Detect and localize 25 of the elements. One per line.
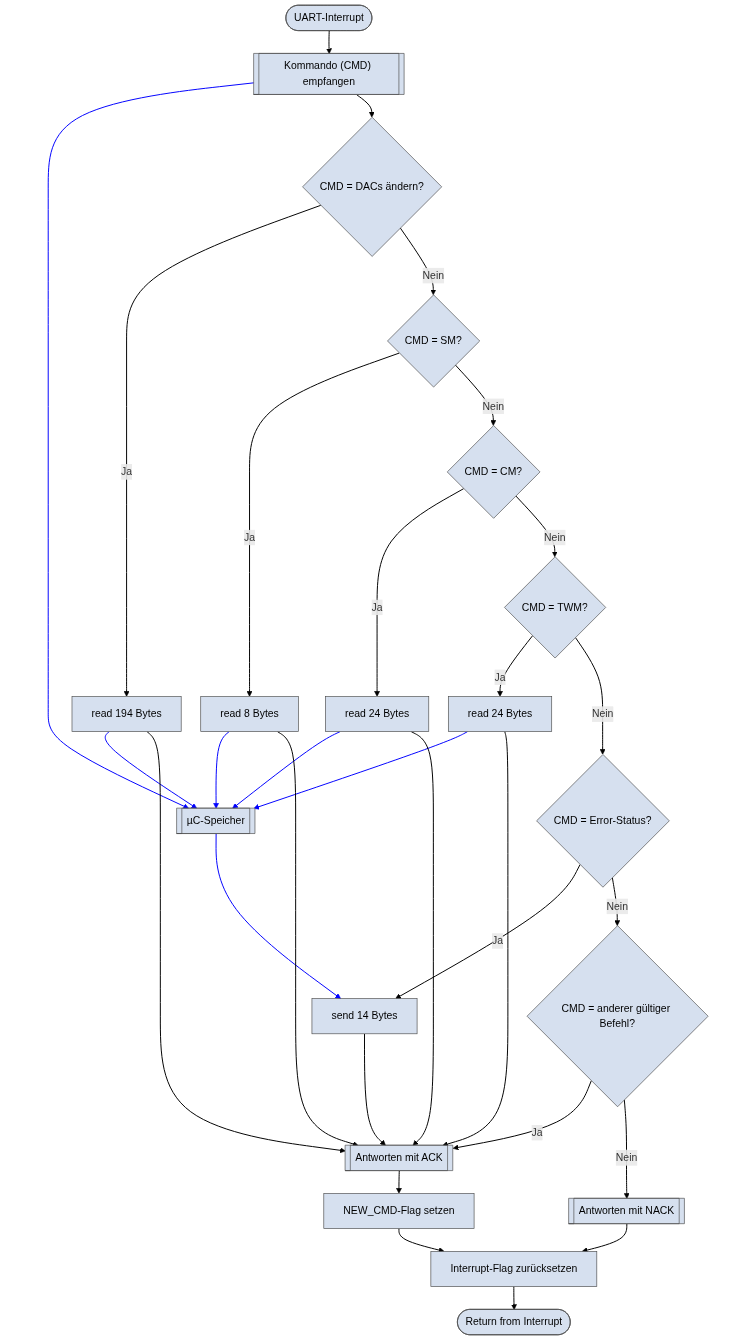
node-diamond: CMD = DACs ändern? [302, 116, 442, 257]
node-box: send 14 Bytes [311, 998, 418, 1035]
edge-label: Ja [491, 935, 503, 947]
node-diamond: CMD = TWM? [503, 556, 606, 659]
edge-label: Nein [606, 900, 628, 912]
edge-label: Ja [243, 531, 255, 543]
node-box: Interrupt-Flag zurücksetzen [430, 1251, 597, 1287]
edge-label: Nein [482, 400, 504, 412]
edge-label: Ja [120, 466, 132, 478]
node-box: read 8 Bytes [200, 696, 299, 732]
node-diamond: CMD = Error-Status? [536, 754, 670, 888]
edge-label: Ja [531, 1126, 543, 1138]
edge-label: Ja [371, 601, 383, 613]
node-box: read 24 Bytes [447, 696, 552, 732]
node-diamond: CMD = CM? [446, 425, 541, 519]
edge-label: Nein [543, 531, 566, 543]
node-box: NEW_CMD-Flag setzen [323, 1193, 475, 1229]
edge-label: Nein [615, 1152, 638, 1164]
edge-label: Nein [591, 708, 614, 720]
node-diamond: CMD = anderer gültiger Befehl? [526, 925, 709, 1108]
node-diamond: CMD = SM? [387, 294, 480, 388]
node-box: read 24 Bytes [324, 696, 429, 732]
edge-label: Ja [494, 671, 506, 683]
node-box: read 194 Bytes [71, 696, 182, 732]
edge-label: Nein [422, 269, 444, 281]
